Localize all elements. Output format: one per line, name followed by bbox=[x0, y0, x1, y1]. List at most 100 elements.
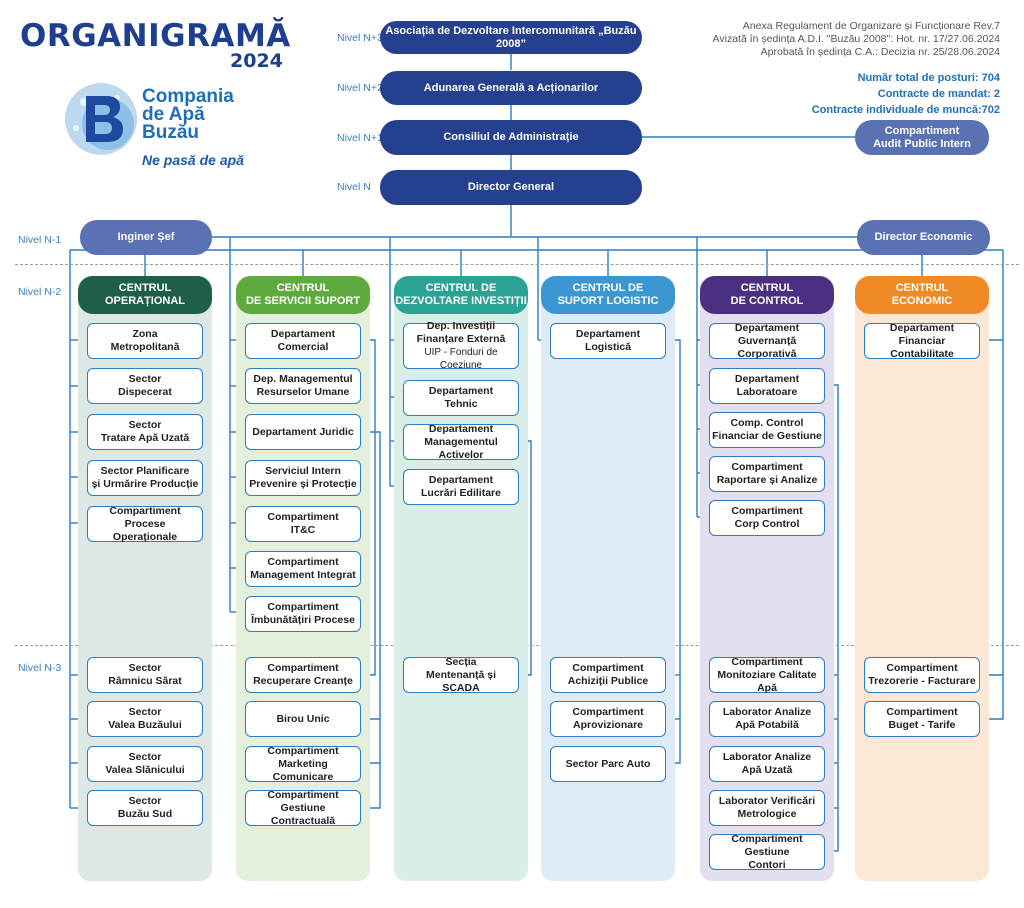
unit-line-2: Laboratoare bbox=[736, 386, 798, 398]
level-label-n: Nivel N bbox=[337, 181, 371, 193]
center-suport-title-line1: CENTRUL bbox=[276, 282, 330, 294]
unit-line-2: Îmbunătățiri Procese bbox=[251, 614, 355, 626]
unit-line-2: Contori bbox=[748, 858, 786, 871]
unit-line-1: Sector bbox=[128, 373, 162, 385]
unit-line-2: Valea Slănicului bbox=[105, 764, 185, 776]
unit-line-2: și Urmărire Producție bbox=[91, 478, 199, 490]
level-label-n2: Nivel N+2 bbox=[337, 82, 383, 94]
node-asociatia: Asociația de Dezvoltare Intercomunitară … bbox=[380, 21, 642, 54]
level-divider-n-1 bbox=[15, 264, 1019, 265]
unit-line-1: Laborator Verificări bbox=[718, 795, 816, 807]
company-name-line2: de Apă bbox=[142, 104, 205, 125]
unit-line-1: Serviciul Intern bbox=[265, 465, 341, 477]
page-year: 2024 bbox=[230, 50, 283, 72]
unit-line-1: Compartiment bbox=[572, 706, 644, 718]
unit-line-1: Laborator Analize bbox=[722, 751, 812, 763]
level-label-n3: Nivel N+3 bbox=[337, 32, 383, 44]
unit-line-1: Sector Planificare bbox=[100, 465, 190, 477]
unit-line-1: Zona bbox=[132, 328, 158, 340]
unit-line-2: Logistică bbox=[584, 341, 632, 353]
unit-line-2: Financiar Contabilitate bbox=[890, 334, 954, 360]
unit-line-1: Sector bbox=[128, 662, 162, 674]
unit-line-1: Laborator Analize bbox=[722, 706, 812, 718]
company-name: Compania de Apă Buzău bbox=[142, 87, 234, 143]
unit-line-2: Resurselor Umane bbox=[256, 386, 350, 398]
stat-employment-contracts: Contracte individuale de muncă:702 bbox=[811, 104, 1000, 116]
unit-line-2: Metrologice bbox=[737, 808, 797, 820]
unit-line-2: Trezorerie - Facturare bbox=[868, 675, 976, 687]
center-suport-unit: Departament Juridic bbox=[245, 414, 361, 450]
node-inginer-sef: Inginer Șef bbox=[80, 220, 212, 255]
unit-line-2: Management Integrat bbox=[250, 569, 356, 581]
unit-line-1: Departament bbox=[270, 328, 336, 340]
unit-line-1: Departament bbox=[428, 422, 494, 435]
unit-line-2: Recuperare Creanțe bbox=[253, 675, 353, 687]
unit-line-2: Marketing Comunicare bbox=[272, 757, 334, 783]
unit-line-1: Sector bbox=[128, 795, 162, 807]
unit-line-2: Lucrări Edilitare bbox=[421, 487, 501, 499]
center-suport-subunit: Birou Unic bbox=[245, 701, 361, 737]
unit-line-1: Departament bbox=[734, 321, 800, 334]
company-name-line3: Buzău bbox=[142, 122, 199, 143]
unit-line-2: Dispecerat bbox=[118, 386, 172, 398]
center-investitii-title-line2: DEZVOLTARE INVESTIȚII bbox=[395, 295, 527, 307]
center-economic-title-line1: CENTRUL bbox=[895, 282, 949, 294]
node-director-economic: Director Economic bbox=[857, 220, 990, 255]
center-control-title-line1: CENTRUL bbox=[740, 282, 794, 294]
slogan: Ne pasă de apă bbox=[142, 152, 244, 168]
center-investitii-panel bbox=[394, 276, 528, 881]
unit-line-1: Compartiment bbox=[731, 505, 803, 517]
unit-line-2: Metropolitană bbox=[110, 341, 180, 353]
center-economic-panel bbox=[855, 276, 989, 881]
unit-line-2: Managementul Activelor bbox=[424, 435, 498, 461]
unit-line-1: Compartiment bbox=[572, 662, 644, 674]
unit-line-2: Apă Uzată bbox=[741, 764, 793, 776]
annex-line1: Anexa Regulament de Organizare și Funcți… bbox=[742, 20, 1000, 32]
unit-line-1: Birou Unic bbox=[276, 712, 330, 725]
unit-line-1: Sector Parc Auto bbox=[565, 757, 651, 770]
unit-line-1: Departament bbox=[428, 474, 494, 486]
node-adunarea-generala: Adunarea Generală a Acționarilor bbox=[380, 71, 642, 105]
unit-line-1: Sector bbox=[128, 751, 162, 763]
unit-line-1: Compartiment bbox=[731, 655, 803, 668]
unit-line-1: Departament bbox=[428, 385, 494, 397]
company-logo-icon bbox=[65, 83, 137, 155]
center-logistic-title-line2: SUPORT LOGISTIC bbox=[557, 295, 659, 307]
unit-line-2: Apă Potabilă bbox=[735, 719, 799, 731]
level-label-n-3: Nivel N-3 bbox=[18, 662, 62, 674]
level-label-n1: Nivel N+1 bbox=[337, 132, 383, 144]
unit-line-2: Financiar de Gestiune bbox=[712, 430, 822, 442]
unit-line-2: Buget - Tarife bbox=[888, 719, 956, 731]
node-audit-line1: Compartiment bbox=[884, 124, 960, 137]
unit-line-2: Corp Control bbox=[734, 518, 800, 530]
